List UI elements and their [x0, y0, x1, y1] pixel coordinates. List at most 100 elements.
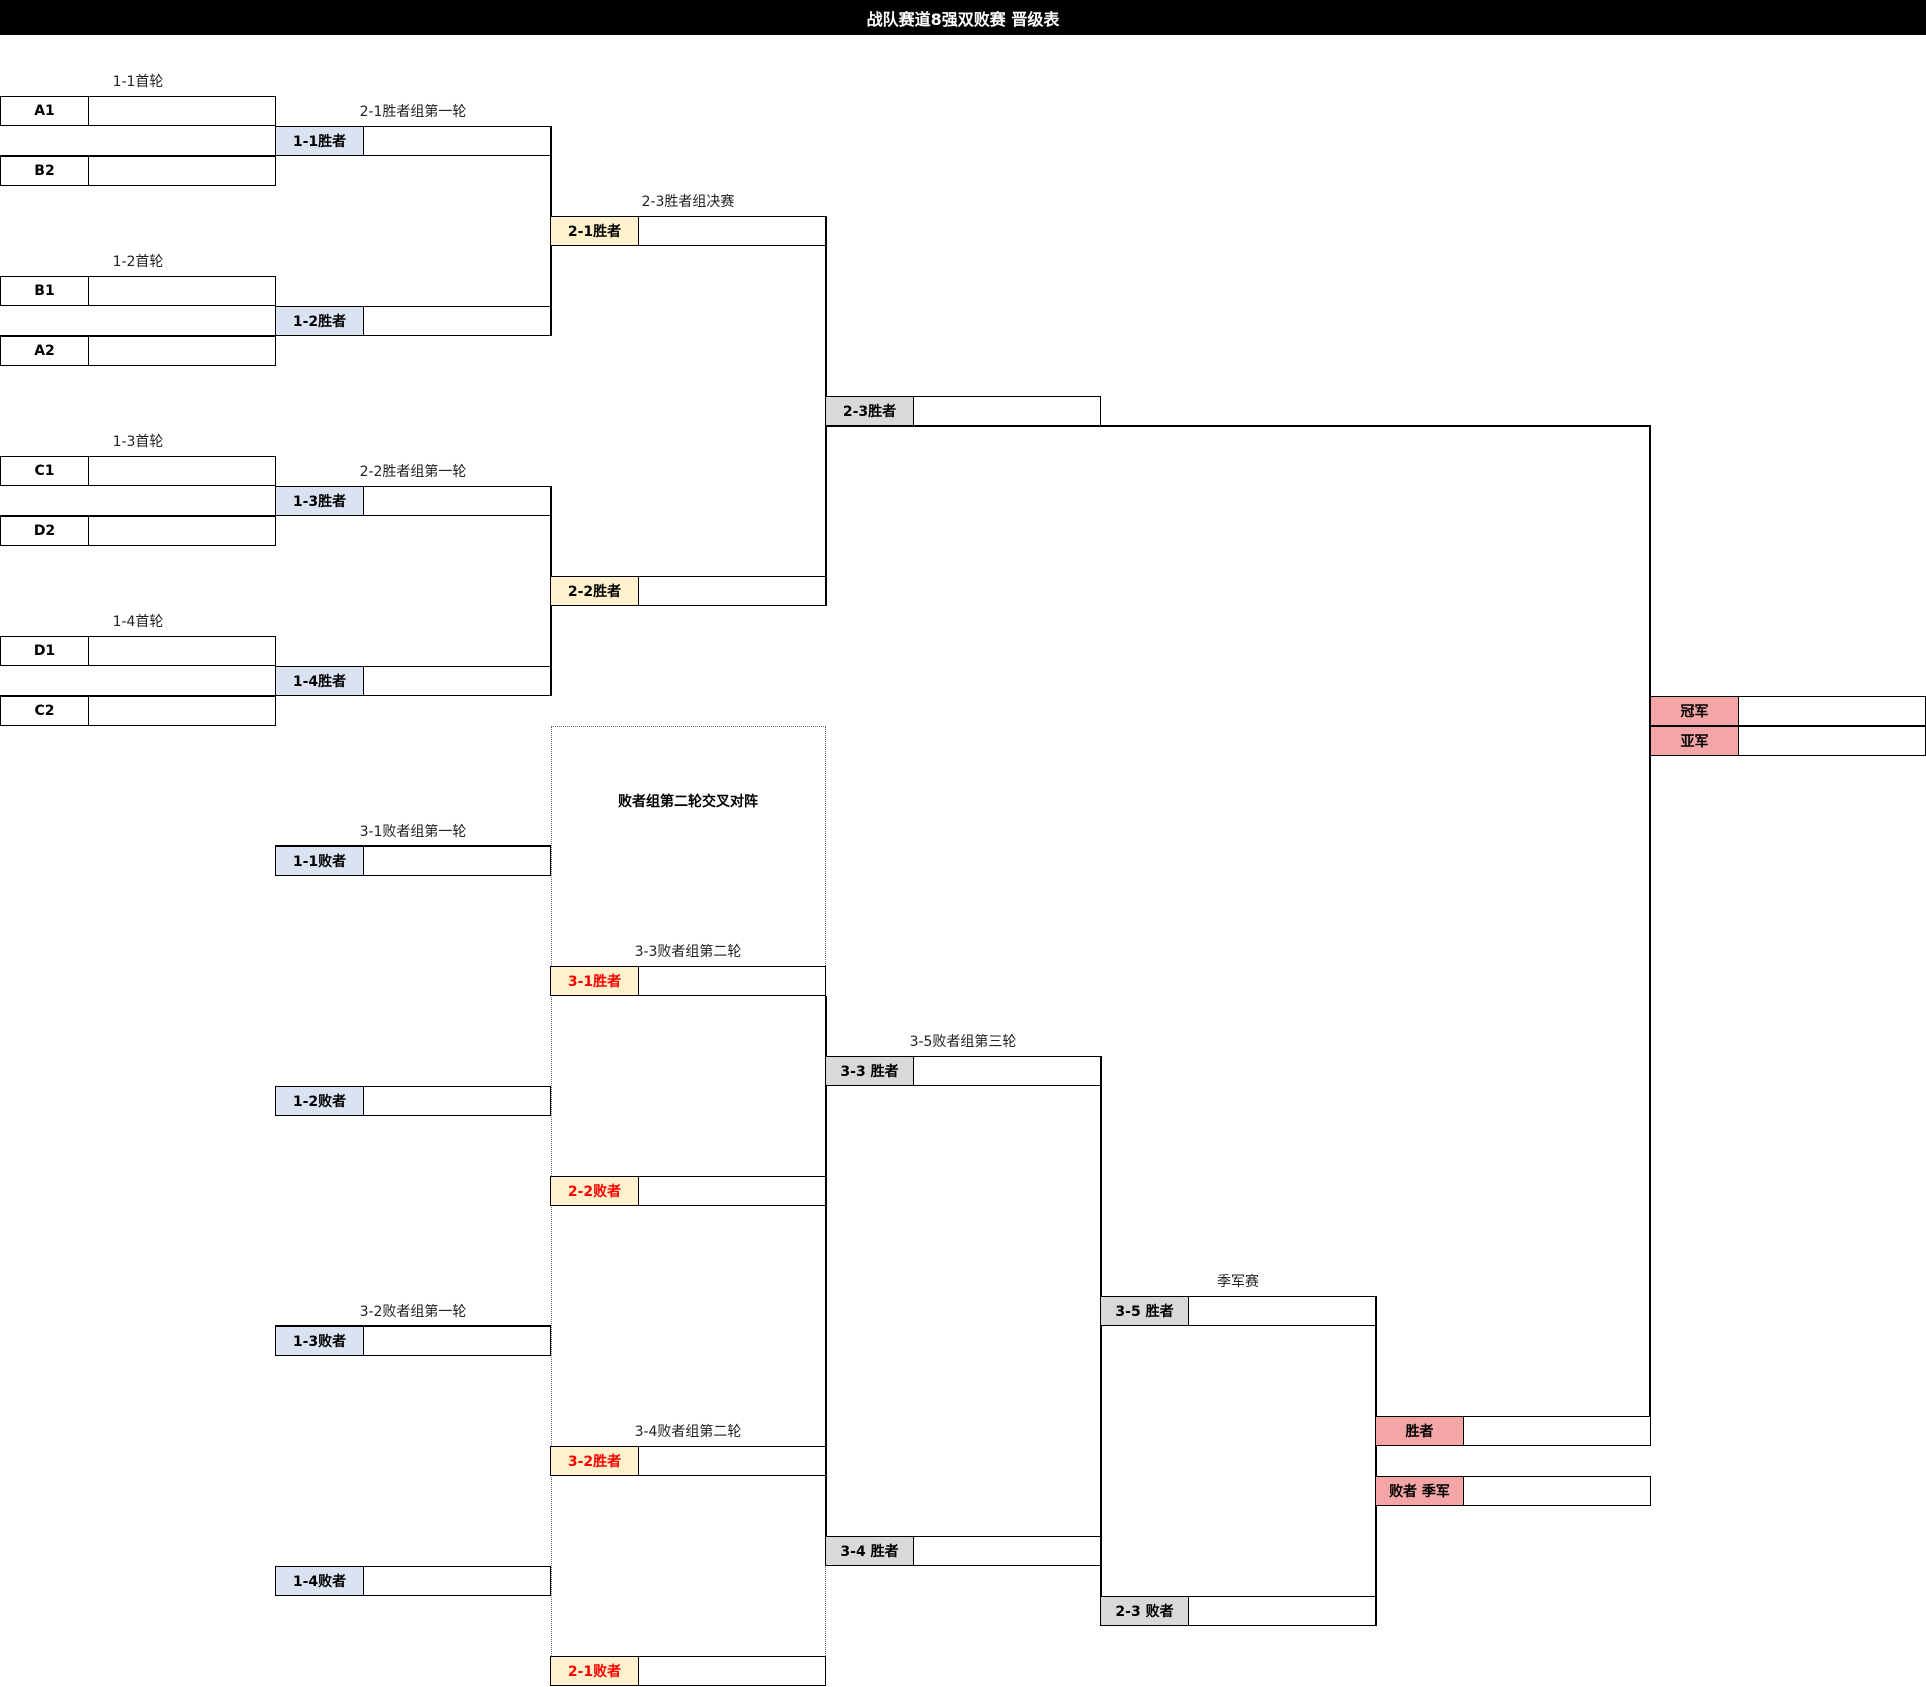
- connector: [0, 695, 276, 697]
- slot-value[interactable]: [364, 667, 550, 695]
- slot-value[interactable]: [1189, 1297, 1375, 1325]
- slot-l2-2[interactable]: 2-2败者: [550, 1176, 826, 1206]
- slot-a2[interactable]: A2: [0, 336, 276, 366]
- slot-d2[interactable]: D2: [0, 516, 276, 546]
- slot-value[interactable]: [364, 847, 550, 875]
- slot-b2[interactable]: B2: [0, 156, 276, 186]
- slot-label: 3-1胜者: [551, 967, 639, 995]
- slot-d1[interactable]: D1: [0, 636, 276, 666]
- slot-w3-5[interactable]: 3-5 胜者: [1100, 1296, 1376, 1326]
- loser-cross-panel: [551, 726, 826, 1686]
- slot-value[interactable]: [89, 277, 275, 305]
- caption-r1-2: 1-2首轮: [112, 254, 164, 270]
- slot-value[interactable]: [89, 97, 275, 125]
- slot-value[interactable]: [914, 1057, 1100, 1085]
- slot-label: 败者 季军: [1376, 1477, 1464, 1505]
- slot-label: 1-3败者: [276, 1327, 364, 1355]
- slot-w3-4[interactable]: 3-4 胜者: [825, 1536, 1101, 1566]
- slot-label: 2-1胜者: [551, 217, 639, 245]
- slot-c1[interactable]: C1: [0, 456, 276, 486]
- slot-w3-1[interactable]: 3-1胜者: [550, 966, 826, 996]
- slot-value[interactable]: [639, 1447, 825, 1475]
- slot-label: 3-2胜者: [551, 1447, 639, 1475]
- slot-value[interactable]: [1189, 1597, 1375, 1625]
- slot-l2-1[interactable]: 2-1败者: [550, 1656, 826, 1686]
- slot-value[interactable]: [89, 157, 275, 185]
- slot-label: C1: [1, 457, 89, 485]
- slot-value[interactable]: [364, 487, 550, 515]
- connector: [825, 425, 1650, 427]
- slot-value[interactable]: [1739, 697, 1925, 725]
- slot-value[interactable]: [639, 1177, 825, 1205]
- slot-w3-3[interactable]: 3-3 胜者: [825, 1056, 1101, 1086]
- slot-loser-third[interactable]: 败者 季军: [1375, 1476, 1651, 1506]
- slot-label: C2: [1, 697, 89, 725]
- slot-value[interactable]: [89, 697, 275, 725]
- slot-label: 1-4胜者: [276, 667, 364, 695]
- slot-label: 3-3 胜者: [826, 1057, 914, 1085]
- connector: [1375, 1296, 1377, 1626]
- slot-label: 亚军: [1651, 727, 1739, 755]
- caption-r1-4: 1-4首轮: [112, 614, 164, 630]
- slot-label: A1: [1, 97, 89, 125]
- slot-value[interactable]: [1464, 1477, 1650, 1505]
- slot-value[interactable]: [1464, 1417, 1650, 1445]
- slot-w2-3[interactable]: 2-3胜者: [825, 396, 1101, 426]
- slot-value[interactable]: [364, 1567, 550, 1595]
- slot-value[interactable]: [639, 1657, 825, 1685]
- slot-label: 2-1败者: [551, 1657, 639, 1685]
- slot-w2-1[interactable]: 2-1胜者: [550, 216, 826, 246]
- connector: [0, 515, 276, 517]
- caption-l3-2: 3-2败者组第一轮: [359, 1304, 467, 1320]
- slot-w2-2[interactable]: 2-2胜者: [550, 576, 826, 606]
- slot-value[interactable]: [89, 517, 275, 545]
- connector: [275, 845, 551, 847]
- slot-value[interactable]: [364, 1327, 550, 1355]
- slot-l1-4[interactable]: 1-4败者: [275, 1566, 551, 1596]
- slot-c2[interactable]: C2: [0, 696, 276, 726]
- connector: [825, 996, 827, 1056]
- connector: [0, 335, 276, 337]
- slot-champion[interactable]: 冠军: [1650, 696, 1926, 726]
- slot-value[interactable]: [914, 1537, 1100, 1565]
- slot-label: 1-1败者: [276, 847, 364, 875]
- caption-l3-5: 3-5败者组第三轮: [909, 1034, 1017, 1050]
- connector: [1649, 425, 1651, 1445]
- slot-value[interactable]: [364, 1087, 550, 1115]
- slot-value[interactable]: [639, 217, 825, 245]
- slot-label: 1-3胜者: [276, 487, 364, 515]
- slot-label: 3-5 胜者: [1101, 1297, 1189, 1325]
- slot-w1-1[interactable]: 1-1胜者: [275, 126, 551, 156]
- connector: [825, 1086, 827, 1536]
- slot-l2-3[interactable]: 2-3 败者: [1100, 1596, 1376, 1626]
- slot-w1-4[interactable]: 1-4胜者: [275, 666, 551, 696]
- slot-w1-2[interactable]: 1-2胜者: [275, 306, 551, 336]
- slot-runner-up[interactable]: 亚军: [1650, 726, 1926, 756]
- slot-label: B1: [1, 277, 89, 305]
- slot-value[interactable]: [89, 637, 275, 665]
- slot-value[interactable]: [364, 307, 550, 335]
- slot-label: 2-2败者: [551, 1177, 639, 1205]
- connector: [1100, 1326, 1102, 1596]
- slot-a1[interactable]: A1: [0, 96, 276, 126]
- slot-b1[interactable]: B1: [0, 276, 276, 306]
- slot-w3-2[interactable]: 3-2胜者: [550, 1446, 826, 1476]
- slot-value[interactable]: [364, 127, 550, 155]
- slot-value[interactable]: [639, 967, 825, 995]
- slot-winner[interactable]: 胜者: [1375, 1416, 1651, 1446]
- slot-value[interactable]: [89, 457, 275, 485]
- slot-value[interactable]: [639, 577, 825, 605]
- slot-value[interactable]: [914, 397, 1100, 425]
- slot-label: D2: [1, 517, 89, 545]
- slot-w1-3[interactable]: 1-3胜者: [275, 486, 551, 516]
- slot-label: 1-1胜者: [276, 127, 364, 155]
- slot-l1-2[interactable]: 1-2败者: [275, 1086, 551, 1116]
- slot-l1-3[interactable]: 1-3败者: [275, 1326, 551, 1356]
- slot-l1-1[interactable]: 1-1败者: [275, 846, 551, 876]
- caption-r1-1: 1-1首轮: [112, 74, 164, 90]
- slot-value[interactable]: [89, 337, 275, 365]
- connector: [0, 155, 276, 157]
- slot-label: 2-3 败者: [1101, 1597, 1189, 1625]
- slot-value[interactable]: [1739, 727, 1925, 755]
- caption-w2-3: 2-3胜者组决赛: [641, 194, 735, 210]
